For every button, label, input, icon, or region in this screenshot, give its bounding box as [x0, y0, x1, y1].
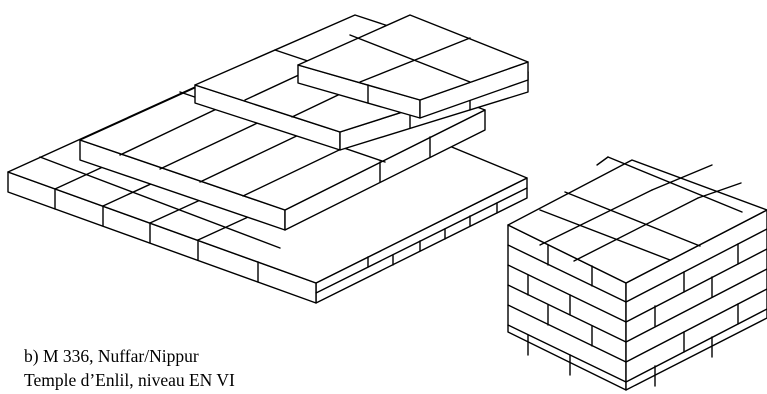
stepped-brick-platform — [7, 14, 529, 304]
platform-top-joints — [349, 34, 471, 104]
platform-top-top — [297, 14, 529, 101]
platform-front-joints — [54, 188, 259, 283]
platform-right-courses — [315, 187, 528, 294]
caption-line-1: b) M 336, Nuffar/Nippur — [24, 346, 199, 366]
brick-bond-block — [507, 156, 767, 391]
caption-line-2: Temple d’Enlil, niveau EN VI — [24, 370, 235, 390]
figure-caption: b) M 336, Nuffar/Nippur Temple d’Enlil, … — [24, 344, 235, 392]
block-right-courses — [625, 228, 767, 387]
block-front-courses — [507, 244, 627, 383]
block-top-joints — [539, 156, 743, 262]
